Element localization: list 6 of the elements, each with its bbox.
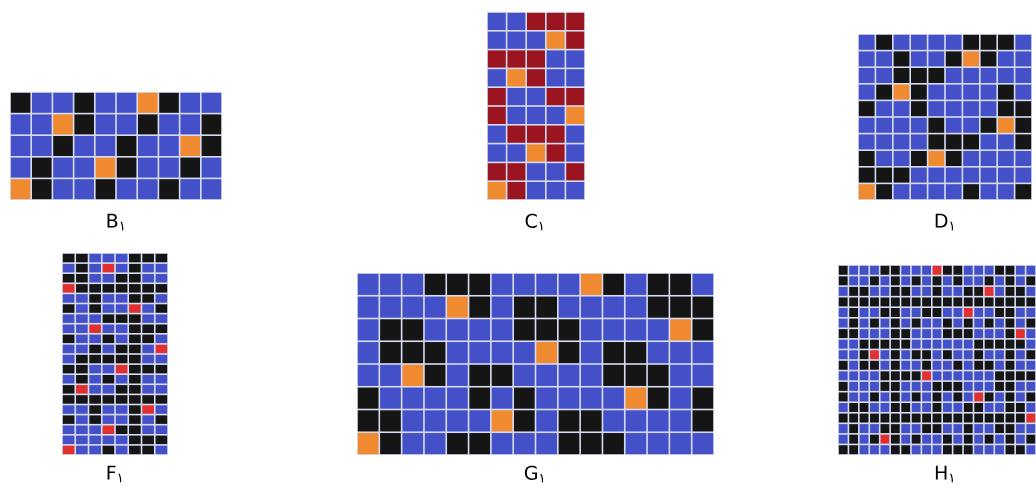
panel-label: B$_{۱}$ [107, 213, 124, 231]
panel-label: F$_{۱}$ [107, 465, 122, 483]
panel-label: G$_{۱}$ [524, 465, 544, 483]
panel-label: C$_{۱}$ [525, 213, 543, 231]
panel-label: D$_{۱}$ [935, 213, 954, 231]
panel-label: H$_{۱}$ [935, 465, 953, 483]
